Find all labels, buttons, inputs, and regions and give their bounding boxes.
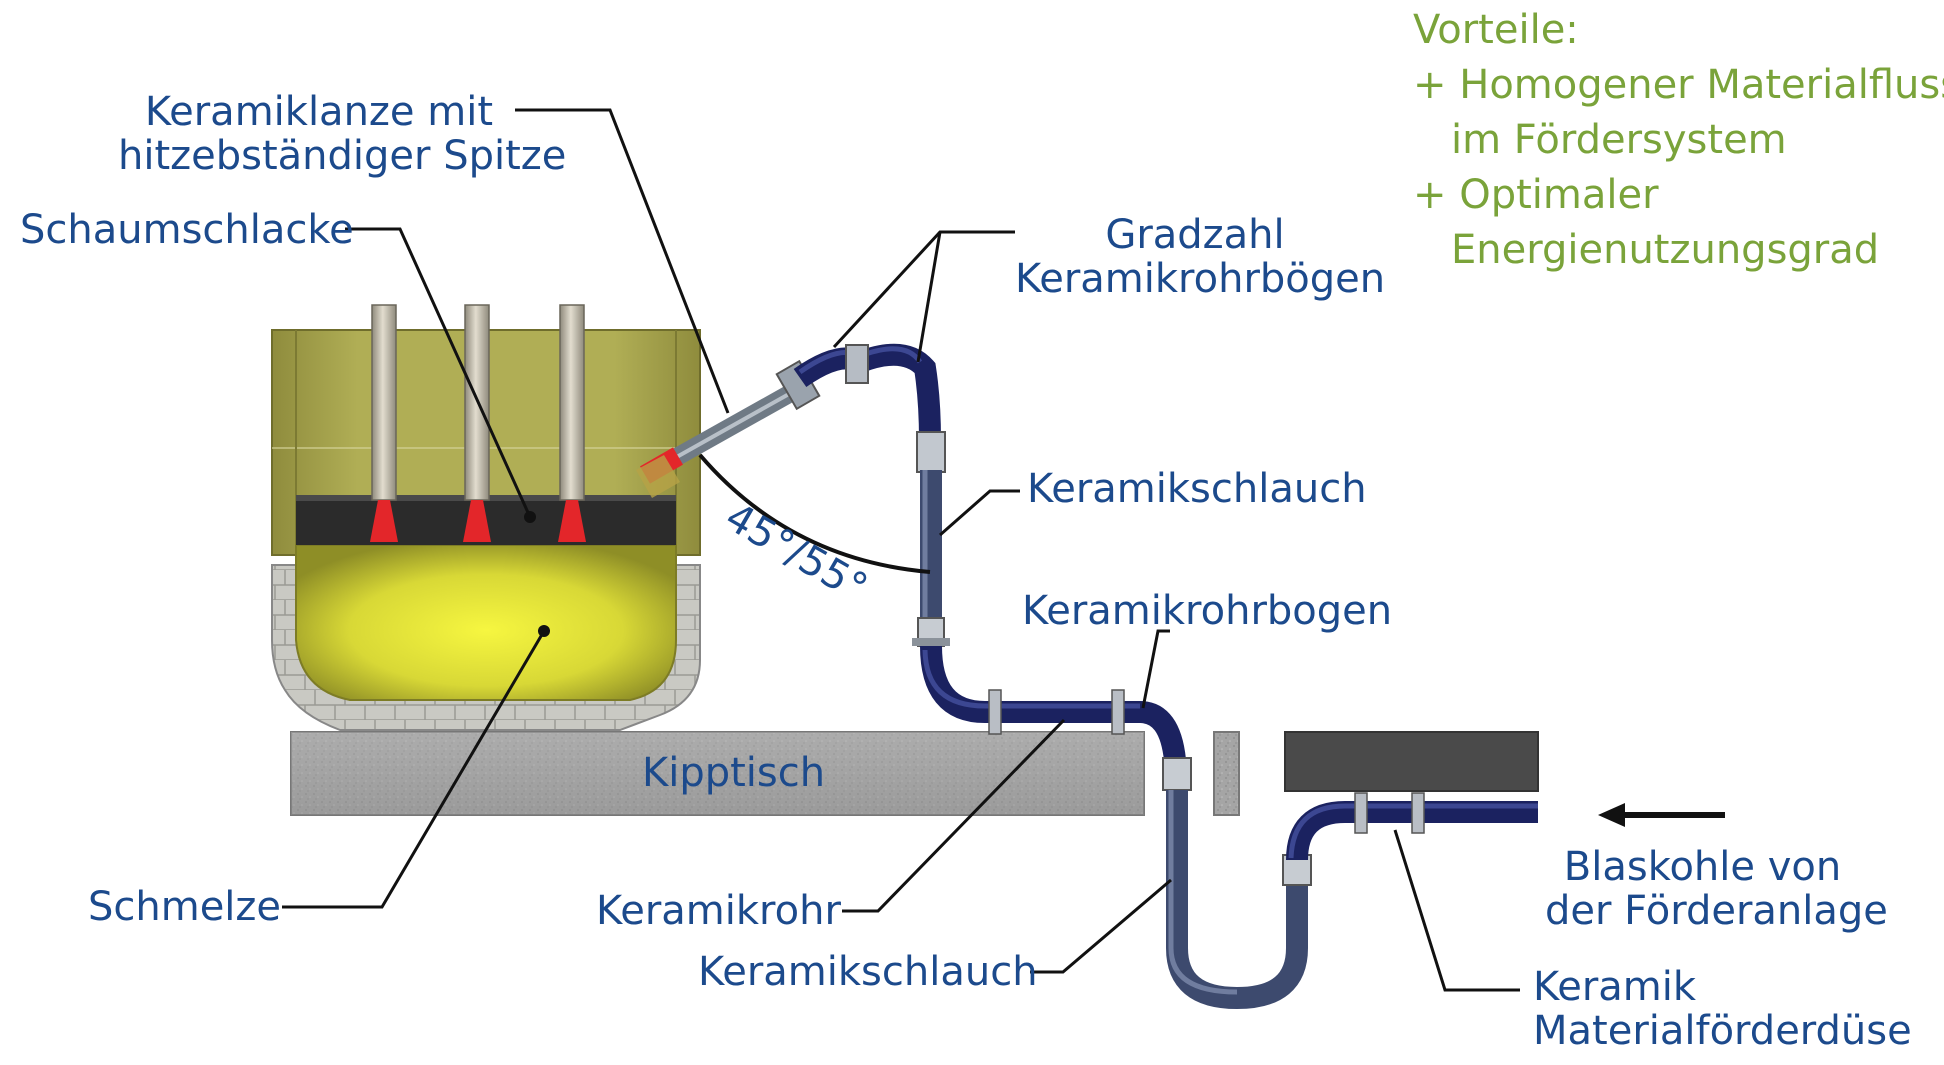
advantage-bullet: +	[1413, 62, 1447, 108]
advantage-item-2-cont: Energienutzungsgrad	[1413, 223, 1944, 278]
label-degree-bends-line2: Keramikrohrbögen	[1015, 256, 1386, 302]
advantage-item-2: + Optimaler	[1413, 168, 1944, 223]
label-ceramic-nozzle-line1: Keramik	[1533, 964, 1697, 1010]
ceramic-pipe-elbow	[920, 645, 1192, 791]
advantage-item-2-line2: Energienutzungsgrad	[1451, 227, 1880, 273]
upper-ceramic-bends	[793, 343, 946, 473]
label-degree-bends: Gradzahl Keramikrohrbögen	[1015, 212, 1386, 302]
upper-ceramic-hose	[912, 470, 950, 647]
ceramic-lance	[636, 359, 821, 498]
label-ceramic-nozzle: Keramik Materialförderdüse	[1533, 965, 1912, 1053]
lower-ceramic-hose	[1166, 790, 1312, 1010]
label-ceramic-pipe: Keramikrohr	[596, 888, 841, 934]
label-tilting-table: Kipptisch	[642, 750, 826, 796]
advantages-box: Vorteile: + Homogener Materialfluss im F…	[1413, 3, 1944, 278]
leader-lines	[282, 108, 1520, 992]
label-melt: Schmelze	[88, 884, 282, 930]
advantage-item-1-cont: im Fördersystem	[1413, 113, 1944, 168]
advantage-item-2-line1: Optimaler	[1459, 172, 1659, 218]
angle-arc	[698, 453, 931, 574]
advantage-item-1: + Homogener Materialfluss	[1413, 58, 1944, 113]
advantage-bullet: +	[1413, 172, 1447, 218]
advantage-item-1-line1: Homogener Materialfluss	[1459, 62, 1944, 108]
tilting-table	[290, 731, 1240, 816]
label-ceramic-lance-line2: hitzebständiger Spitze	[118, 133, 567, 179]
advantage-item-1-line2: im Fördersystem	[1451, 117, 1787, 163]
label-ceramic-hose-top: Keramikschlauch	[1027, 466, 1367, 512]
melt	[295, 544, 677, 701]
label-ceramic-pipe-bend: Keramikrohrbogen	[1022, 588, 1393, 634]
label-ceramic-lance-line1: Keramiklanze mit	[144, 89, 493, 135]
advantages-title: Vorteile:	[1413, 7, 1579, 53]
label-ceramic-hose-bottom: Keramikschlauch	[698, 949, 1038, 995]
label-injection-coal: Blaskohle von der Förderanlage	[1545, 844, 1888, 934]
label-injection-coal-line1: Blaskohle von	[1563, 844, 1842, 890]
label-ceramic-nozzle-line2: Materialförderdüse	[1533, 1008, 1912, 1054]
conveyor-block	[1284, 731, 1539, 792]
ceramic-nozzle-pipe	[1286, 792, 1538, 861]
label-ceramic-lance: Keramiklanze mit hitzebständiger Spitze	[118, 89, 567, 179]
label-degree-bends-line1: Gradzahl	[1105, 212, 1285, 258]
label-foam-slag: Schaumschlacke	[20, 207, 354, 253]
label-injection-coal-line2: der Förderanlage	[1545, 888, 1888, 934]
flow-arrow	[1598, 803, 1725, 827]
